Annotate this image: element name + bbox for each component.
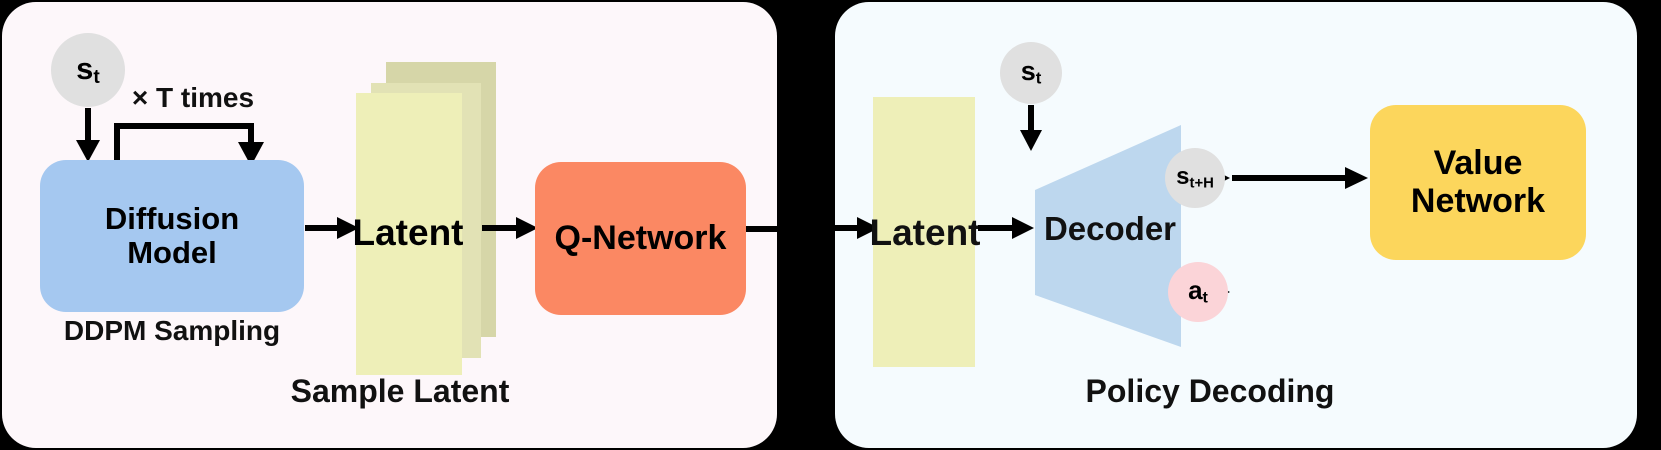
arrow-next-state-to-value-network <box>1232 164 1384 192</box>
decoder-label: Decoder <box>1043 210 1177 247</box>
latent-stack-layer-front <box>356 93 462 375</box>
latent-label-right: Latent <box>869 212 981 253</box>
latent-block-right <box>873 97 975 367</box>
loop-label-t-times: × T times <box>131 82 255 113</box>
next-state-node-label: st+H <box>1176 163 1214 192</box>
arrow-latent-to-qnetwork <box>482 214 544 242</box>
arrow-crosspanel-right-segment <box>835 214 881 242</box>
decoder-trapezoid <box>1035 125 1181 347</box>
arrow-latent-to-decoder <box>978 214 1040 242</box>
state-node-st-left-label: st <box>76 50 100 89</box>
arrow-crosspanel-left-segment <box>746 225 780 233</box>
action-node-label: at <box>1188 275 1208 307</box>
arrow-diffusion-to-latent <box>305 214 365 242</box>
state-node-st-right: st <box>1000 42 1062 104</box>
next-state-node-st-plus-h: st+H <box>1165 148 1225 208</box>
q-network-label: Q-Network <box>554 218 727 257</box>
state-node-st-left: st <box>51 33 125 107</box>
latent-label-left: Latent <box>352 212 464 253</box>
caption-policy-decoding: Policy Decoding <box>1085 373 1335 409</box>
state-node-st-right-label: st <box>1020 56 1042 89</box>
q-network-box: Q-Network <box>535 162 746 315</box>
arrow-loop-t-times <box>112 120 272 170</box>
arrow-st-to-diffusion <box>70 108 110 164</box>
arrow-st-to-decoder <box>1017 105 1051 153</box>
action-node-at: at <box>1168 262 1228 322</box>
ddpm-sampling-caption: DDPM Sampling <box>63 315 281 346</box>
caption-sample-latent: Sample Latent <box>290 373 510 409</box>
